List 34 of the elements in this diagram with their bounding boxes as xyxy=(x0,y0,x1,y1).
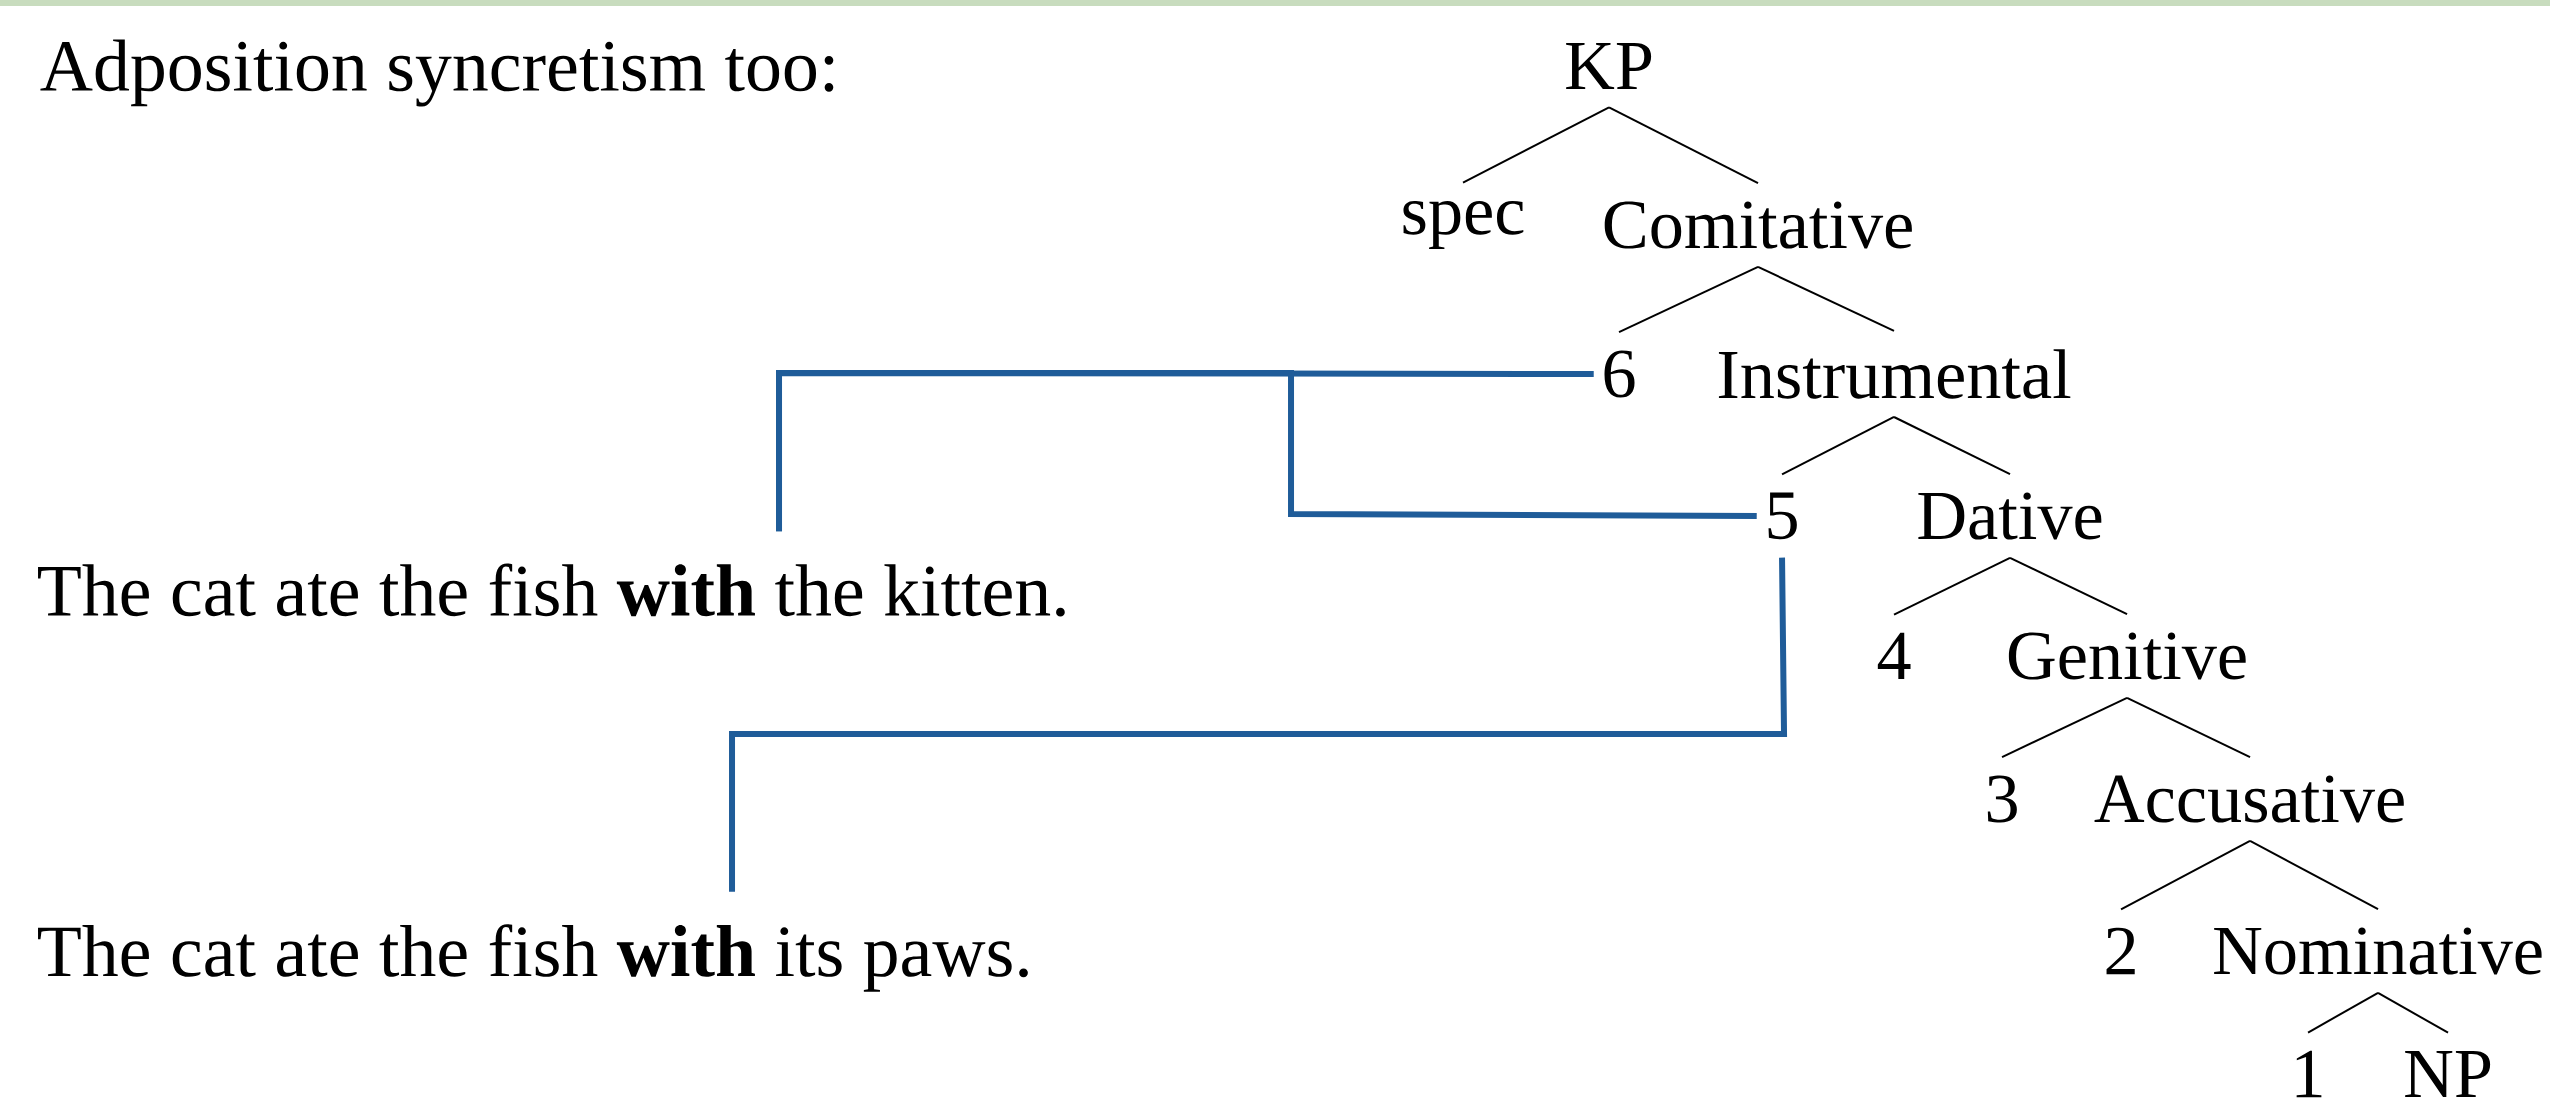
tree-label: NP xyxy=(2405,1050,2491,1097)
tree-label: Dative xyxy=(1918,492,2102,540)
tree-branch xyxy=(2120,839,2252,911)
tree-label: Comitative xyxy=(1604,201,1912,249)
tree-branch xyxy=(1608,106,1760,185)
tree-branch xyxy=(2377,991,2450,1034)
tree-label: Nominative xyxy=(2214,927,2542,975)
tree-label: 2 xyxy=(2106,927,2135,975)
heading: Adposition syncretism too: xyxy=(40,39,834,107)
connector-line xyxy=(776,370,1757,532)
tree-label: Genitive xyxy=(2008,632,2246,680)
tree-label: 6 xyxy=(1604,350,1635,398)
tree-branch xyxy=(2126,696,2252,759)
tree-branch xyxy=(1618,265,1760,334)
tree-branch xyxy=(2307,991,2380,1034)
tree-label: 4 xyxy=(1877,632,1911,680)
tree-label: 5 xyxy=(1768,492,1797,540)
tree-branch xyxy=(2249,839,2380,911)
tree-label: Instrumental xyxy=(1718,349,2071,399)
tree-label: 1 xyxy=(2296,1050,2322,1098)
sentence: The cat ate the fish with its paws. xyxy=(38,924,1028,992)
tree-branch xyxy=(1462,106,1611,184)
tree-label: Accusative xyxy=(2094,775,2404,823)
tree-branch xyxy=(2001,696,2129,759)
tree-label: 3 xyxy=(1987,775,2017,823)
tree-branch xyxy=(1781,416,1896,476)
tree-branch xyxy=(1893,556,2012,616)
tree-branch xyxy=(1757,265,1896,332)
connector-line xyxy=(729,557,1788,892)
tree-label: spec xyxy=(1403,200,1524,249)
sentence: The cat ate the fish with the kitten. xyxy=(38,563,1065,617)
tree-label: KP xyxy=(1566,42,1652,89)
tree-branch xyxy=(2009,556,2129,616)
tree-branch xyxy=(1893,416,2012,476)
